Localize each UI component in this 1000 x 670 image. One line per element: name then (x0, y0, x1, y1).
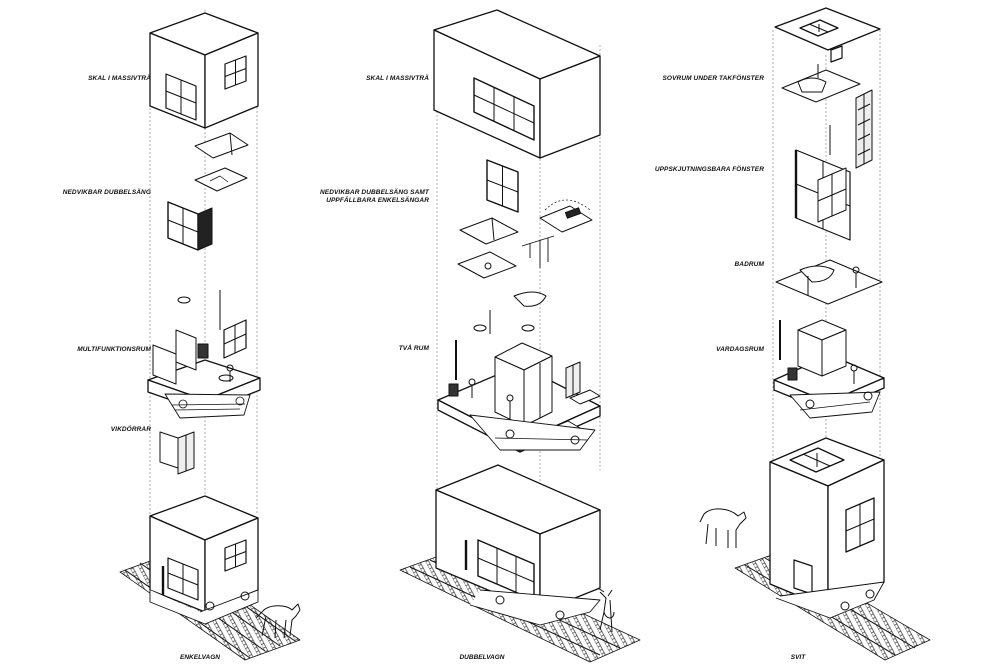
bedroom-under-skylight (781, 64, 873, 169)
living-room-floor (773, 319, 885, 419)
clothes-rack (521, 235, 555, 268)
label-uppskjutningsbara-fonster: UPPSKJUTNINGSBARA FÖNSTER (654, 166, 764, 173)
wagon-dubbelvagn (399, 464, 641, 663)
column-svit (699, 7, 931, 661)
label-vikdorrar: VIKDÖRRAR (110, 426, 151, 433)
label-multifunktionsrum: MULTIFUNKTIONSRUM (77, 346, 151, 353)
column-enkelvagn (119, 10, 301, 661)
label-nedvikbar-dubbelsang: NEDVIKBAR DUBBELSÄNG (62, 189, 151, 196)
label-skal-i-massivtra: SKAL I MASSIVTRÄ (88, 75, 151, 82)
two-room-floor (437, 340, 601, 453)
label-sovrum-under-takfonster: SOVRUM UNDER TAKFÖNSTER (662, 75, 764, 82)
skylight-plane (774, 7, 881, 63)
cow-figure (699, 508, 747, 548)
folding-doors (159, 431, 195, 475)
label-vardagsrum: VARDAGSRUM (716, 346, 764, 353)
caption-svit: SVIT (790, 654, 806, 661)
multifunction-room-floor (147, 290, 261, 419)
label-badrum: BADRUM (734, 261, 764, 268)
bathroom-floor (775, 259, 883, 305)
caption-dubbelvagn: DUBBELVAGN (459, 654, 505, 661)
label-uppfallbara-enkelsangar: UPPFÄLLBARA ENKELSÄNGAR (326, 197, 429, 204)
sliding-windows (794, 149, 851, 241)
wagon-svit (734, 437, 931, 661)
beds-and-window (457, 159, 593, 334)
wagon-enkelvagn (119, 495, 301, 661)
label-nedvikbar-dubbelsang-samt: NEDVIKBAR DUBBELSÄNG SAMT (319, 189, 429, 196)
guide-lines (149, 10, 258, 540)
shell-cube-top (149, 12, 259, 129)
column-dubbelvagn (399, 9, 641, 663)
folding-bed-parts (167, 132, 249, 251)
label-tva-rum: TVÅ RUM (398, 345, 429, 352)
goat-figure (255, 603, 301, 639)
caption-enkelvagn: ENKELVAGN (180, 654, 220, 661)
goat-figure (597, 587, 615, 633)
guide-lines (436, 35, 601, 530)
shell-box-top (433, 9, 601, 159)
label-skal-i-massivtra: SKAL I MASSIVTRÄ (366, 75, 429, 82)
